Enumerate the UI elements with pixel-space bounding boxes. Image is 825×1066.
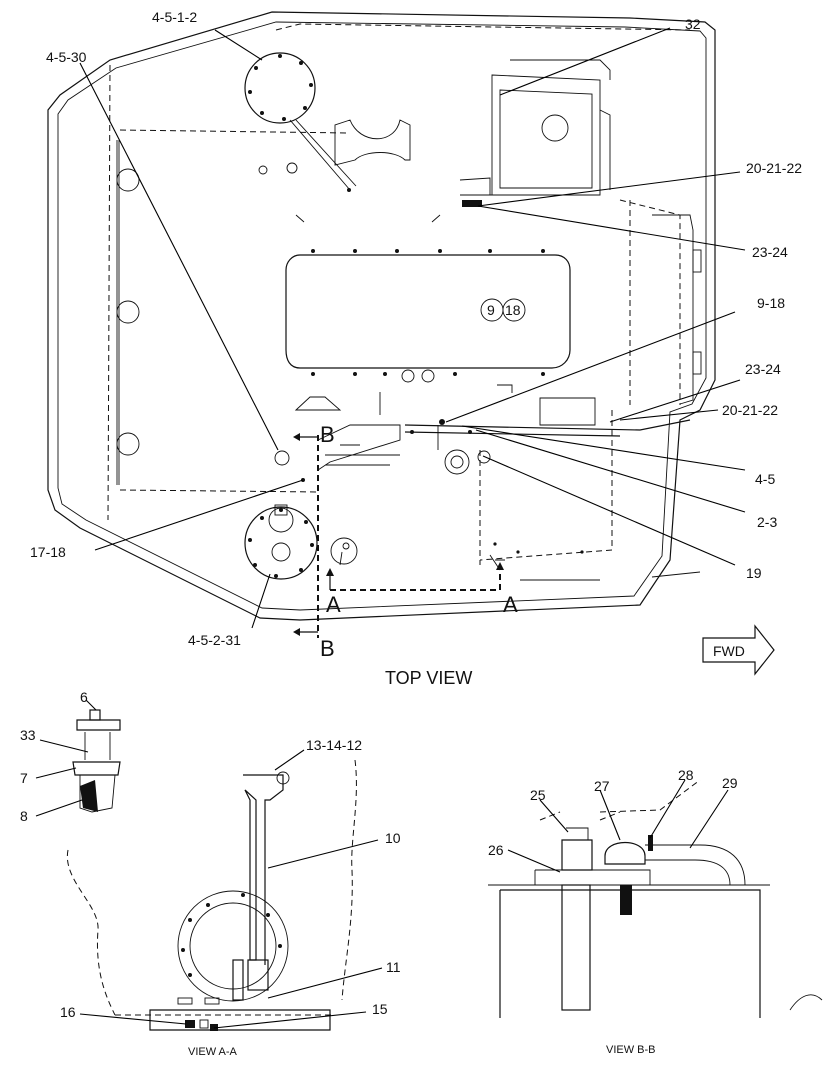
- fwd-label: FWD: [713, 643, 745, 659]
- lower-bracket-strip: [317, 397, 701, 581]
- view-bb-callouts: 25 27 28 29 26: [488, 767, 738, 858]
- section-a-right-label: A: [503, 592, 518, 617]
- callout-32: 32: [685, 16, 701, 32]
- callout-circle-18-label: 18: [505, 302, 521, 318]
- callout-4-5-2-31: 4-5-2-31: [188, 632, 241, 648]
- top-view-title: TOP VIEW: [385, 668, 472, 688]
- view-aa-drawing: [66, 709, 357, 1031]
- right-side-frame: [479, 199, 702, 565]
- lower-cover-plate: [244, 450, 358, 580]
- callout-16: 16: [60, 1004, 76, 1020]
- callout-33: 33: [20, 727, 36, 743]
- callout-13-14-12: 13-14-12: [306, 737, 362, 753]
- section-b-bottom-label: B: [320, 636, 335, 661]
- top-cover-plate: [244, 52, 316, 124]
- callout-23-24-mid: 23-24: [745, 361, 781, 377]
- callout-15: 15: [372, 1001, 388, 1017]
- callout-2-3: 2-3: [757, 514, 777, 530]
- callout-20-21-22-mid: 20-21-22: [722, 402, 778, 418]
- right-top-housing: [459, 59, 611, 207]
- callout-circle-18: [502, 298, 526, 322]
- callout-10: 10: [385, 830, 401, 846]
- callout-9-18: 9-18: [757, 295, 785, 311]
- view-aa-leaders: [35, 699, 383, 1029]
- saddle-bracket: [258, 119, 411, 192]
- callout-7: 7: [20, 770, 28, 786]
- view-bb-drawing: [488, 779, 823, 1018]
- callout-4-5-1-2: 4-5-1-2: [152, 9, 197, 25]
- section-a-left-label: A: [326, 592, 341, 617]
- view-aa-title: VIEW A-A: [188, 1046, 238, 1058]
- callout-27: 27: [594, 778, 610, 794]
- view-bb-title: VIEW B-B: [606, 1044, 656, 1056]
- callout-4-5-30: 4-5-30: [46, 49, 87, 65]
- callout-28: 28: [678, 767, 694, 783]
- callout-26: 26: [488, 842, 504, 858]
- callout-6: 6: [80, 689, 88, 705]
- top-view-callouts: 4-5-1-2 4-5-30 32 20-21-22 23-24 9-18 23…: [30, 9, 802, 648]
- callout-19: 19: [746, 565, 762, 581]
- top-view-leaders: [79, 27, 746, 629]
- callout-29: 29: [722, 775, 738, 791]
- top-view-outline: [47, 11, 716, 621]
- callout-8: 8: [20, 808, 28, 824]
- view-bb-leaders: [507, 779, 729, 873]
- view-aa-callouts: 6 33 7 8 13-14-12 10 11 16 15: [20, 689, 401, 1020]
- callout-25: 25: [530, 787, 546, 803]
- callout-circle-9-label: 9: [487, 302, 495, 318]
- callout-11: 11: [386, 959, 401, 975]
- fwd-arrow-icon: FWD: [702, 624, 775, 676]
- section-b-top-label: B: [320, 422, 335, 447]
- callout-4-5: 4-5: [755, 471, 775, 487]
- callout-17-18: 17-18: [30, 544, 66, 560]
- center-access-panel: 9 18: [285, 214, 571, 415]
- callout-20-21-22-top: 20-21-22: [746, 160, 802, 176]
- callout-23-24-top: 23-24: [752, 244, 788, 260]
- section-lines: B B A A: [293, 422, 518, 661]
